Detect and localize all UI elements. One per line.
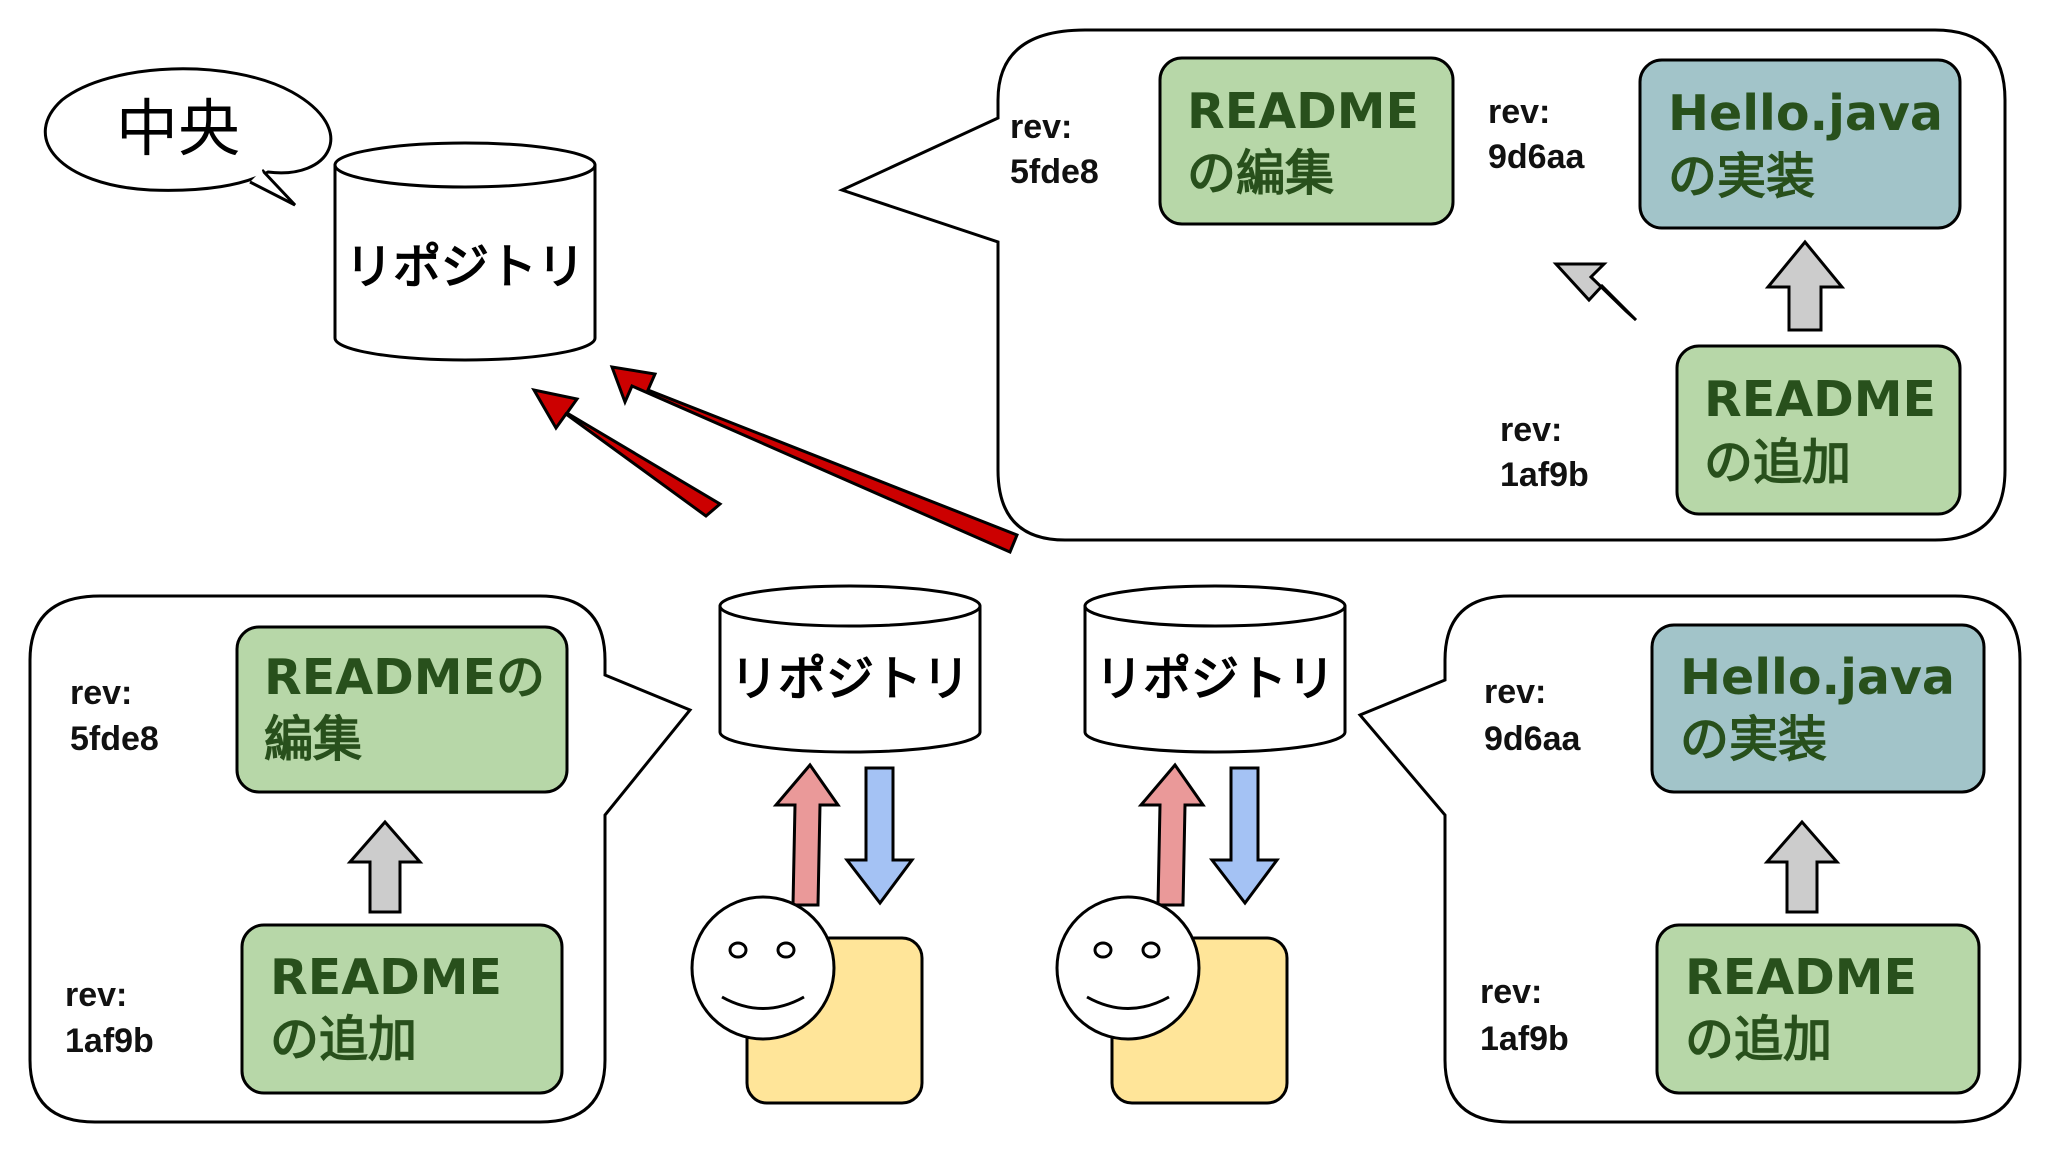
central-commit-5fde8: rev: 5fde8 README の編集 <box>1010 56 1455 226</box>
right-repository-label: リポジトリ <box>1095 651 1335 707</box>
smiley-face-icon <box>690 895 836 1041</box>
rev-id: 9d6aa <box>1488 138 1585 176</box>
right-upload-arrow <box>1137 762 1206 907</box>
commit-title: READMEの <box>264 649 545 706</box>
commit-title: Hello.java <box>1668 85 1943 142</box>
central-commit-1af9b: rev: 1af9b README の追加 <box>1500 344 1962 516</box>
commit-title: README <box>1187 83 1419 140</box>
left-commit-1af9b: rev: 1af9b README の追加 <box>65 923 564 1095</box>
rev-label: rev: <box>65 976 127 1014</box>
right-local-repository: リポジトリ <box>1083 584 1347 754</box>
commit-subtitle: 編集 <box>264 711 362 768</box>
rev-id: 1af9b <box>1500 456 1589 494</box>
commit-box <box>1650 623 1986 794</box>
commit-box <box>240 923 564 1095</box>
rev-label: rev: <box>70 674 132 712</box>
commit-box <box>1675 344 1962 516</box>
rev-id: 9d6aa <box>1484 720 1581 758</box>
commit-box <box>1655 923 1981 1095</box>
right-developer <box>1055 895 1289 1105</box>
left-commit-5fde8: rev: 5fde8 READMEの 編集 <box>70 625 569 794</box>
rev-id: 5fde8 <box>1010 153 1099 191</box>
commit-title: README <box>1704 371 1936 428</box>
commit-title: Hello.java <box>1680 649 1955 706</box>
central-history-bubble: rev: 5fde8 README の編集 rev: 9d6aa Hello.j… <box>837 28 2007 542</box>
left-local-repository: リポジトリ <box>718 584 982 754</box>
rev-label: rev: <box>1010 108 1072 146</box>
parent-arrow-up <box>1763 819 1841 914</box>
commit-box <box>235 625 569 794</box>
left-download-arrow <box>843 766 915 906</box>
rev-id: 1af9b <box>65 1022 154 1060</box>
central-speech-label: 中央 <box>116 92 240 165</box>
commit-subtitle: の追加 <box>270 1011 417 1068</box>
left-developer <box>690 895 924 1105</box>
left-repository-label: リポジトリ <box>730 651 970 707</box>
central-repository: リポジトリ <box>333 141 597 362</box>
parent-arrow-up <box>1764 239 1846 332</box>
left-history-bubble: rev: 5fde8 READMEの 編集 rev: 1af9b README … <box>28 594 693 1124</box>
push-arrow-right <box>609 365 1019 554</box>
central-commit-9d6aa: rev: 9d6aa Hello.java の実装 <box>1488 58 1962 230</box>
parent-arrow-up <box>346 819 424 914</box>
commit-subtitle: の追加 <box>1704 434 1851 491</box>
commit-subtitle: の追加 <box>1685 1011 1832 1068</box>
left-upload-arrow <box>772 762 841 907</box>
rev-id: 1af9b <box>1480 1020 1569 1058</box>
commit-subtitle: の実装 <box>1668 148 1815 205</box>
commit-box <box>1638 58 1962 230</box>
central-repository-label: リポジトリ <box>345 239 585 295</box>
central-speech-bubble: 中央 <box>43 67 333 207</box>
commit-title: README <box>270 949 502 1006</box>
commit-subtitle: の実装 <box>1680 711 1827 768</box>
commit-subtitle: の編集 <box>1187 145 1334 202</box>
rev-id: 5fde8 <box>70 720 159 758</box>
right-commit-1af9b: rev: 1af9b README の追加 <box>1480 923 1981 1095</box>
push-arrow-left <box>531 387 723 518</box>
right-history-bubble: rev: 9d6aa Hello.java の実装 rev: 1af9b REA… <box>1357 594 2022 1124</box>
right-download-arrow <box>1208 766 1280 906</box>
rev-label: rev: <box>1484 673 1546 711</box>
right-commit-9d6aa: rev: 9d6aa Hello.java の実装 <box>1484 623 1986 794</box>
commit-box <box>1158 56 1455 226</box>
smiley-face-icon <box>1055 895 1201 1041</box>
parent-arrow-diagonal <box>1552 262 1638 322</box>
commit-title: README <box>1685 949 1917 1006</box>
rev-label: rev: <box>1500 411 1562 449</box>
rev-label: rev: <box>1480 973 1542 1011</box>
rev-label: rev: <box>1488 93 1550 131</box>
